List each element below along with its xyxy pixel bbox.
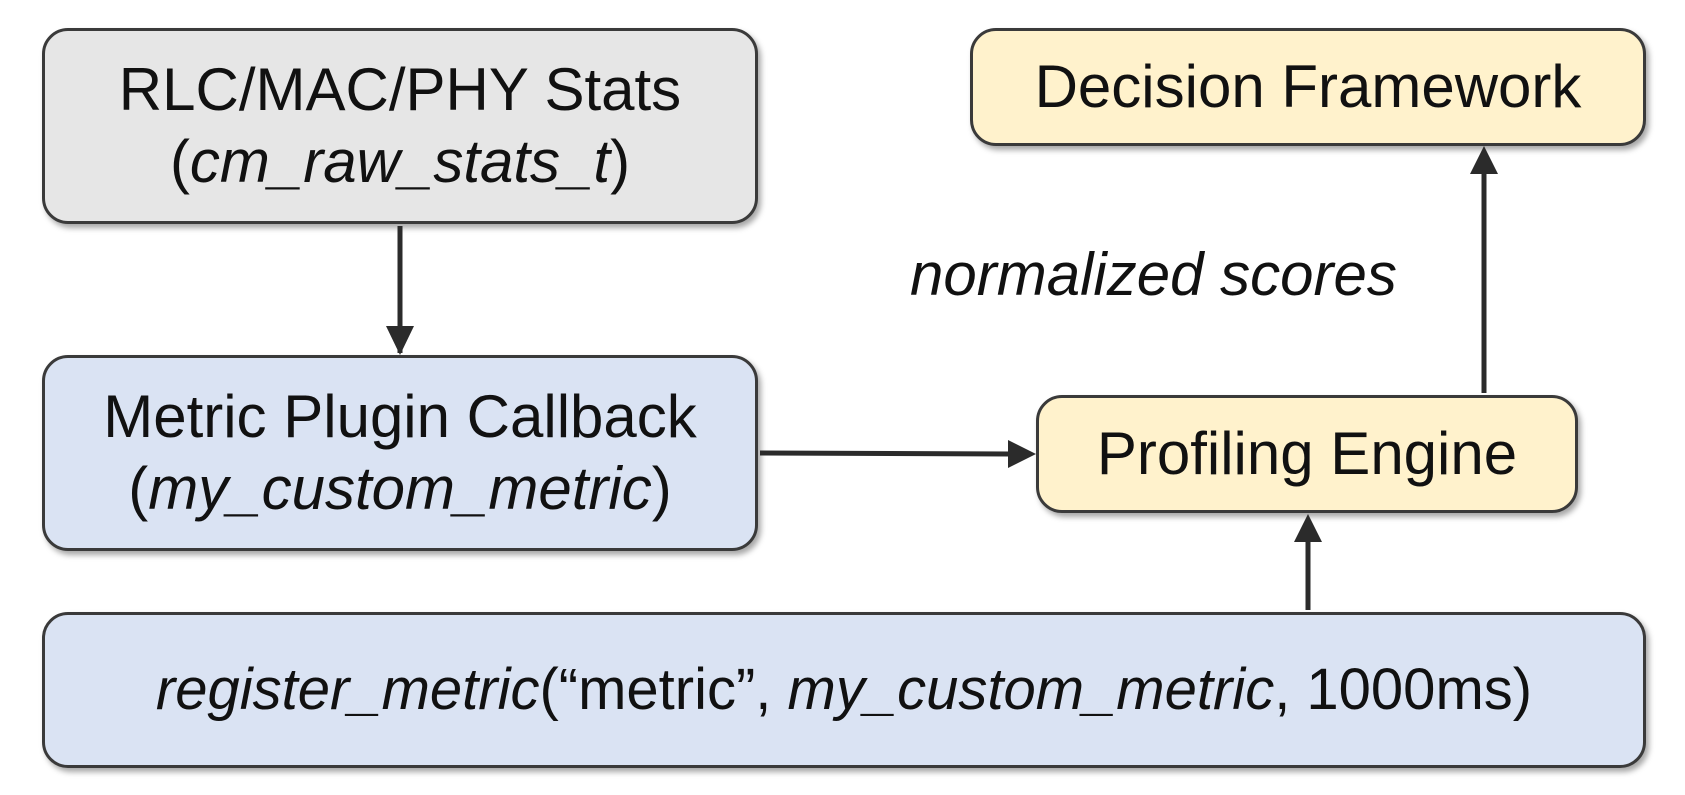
- register-metric-args-close: , 1000ms): [1274, 657, 1533, 723]
- arrow-engine-to-decision-head: [1470, 146, 1498, 174]
- metric-plugin-close-paren: ): [651, 455, 672, 522]
- raw-stats-title: RLC/MAC/PHY Stats: [118, 56, 682, 123]
- arrow-register-to-engine-head: [1294, 514, 1322, 542]
- metric-plugin-box: Metric Plugin Callback (my_custom_metric…: [42, 355, 758, 551]
- arrow-stats-to-plugin-head: [386, 326, 414, 355]
- arrow-plugin-to-engine: [759, 450, 1011, 457]
- metric-plugin-func-name: my_custom_metric: [148, 455, 652, 522]
- decision-framework-box: Decision Framework: [970, 28, 1646, 146]
- decision-framework-label: Decision Framework: [1034, 53, 1582, 120]
- register-metric-call: register_metric(“metric”, my_custom_metr…: [156, 655, 1532, 725]
- profiling-engine-box: Profiling Engine: [1036, 395, 1578, 513]
- register-metric-func: register_metric: [155, 657, 540, 723]
- register-metric-args-open: (“metric”,: [539, 657, 788, 723]
- raw-stats-type-name: cm_raw_stats_t: [189, 128, 611, 195]
- raw-stats-close-paren: ): [610, 128, 631, 195]
- register-metric-box: register_metric(“metric”, my_custom_metr…: [42, 612, 1646, 768]
- raw-stats-open-paren: (: [169, 128, 190, 195]
- profiling-engine-label: Profiling Engine: [1096, 420, 1518, 487]
- register-metric-callback: my_custom_metric: [787, 657, 1275, 723]
- raw-stats-box: RLC/MAC/PHY Stats (cm_raw_stats_t): [42, 28, 758, 224]
- arrow-plugin-to-engine-head: [1008, 440, 1036, 468]
- metric-plugin-open-paren: (: [128, 455, 149, 522]
- metric-plugin-func-line: (my_custom_metric): [128, 453, 671, 525]
- raw-stats-type-line: (cm_raw_stats_t): [170, 126, 630, 198]
- metric-plugin-title: Metric Plugin Callback: [103, 383, 697, 450]
- normalized-scores-label: normalized scores: [910, 241, 1397, 308]
